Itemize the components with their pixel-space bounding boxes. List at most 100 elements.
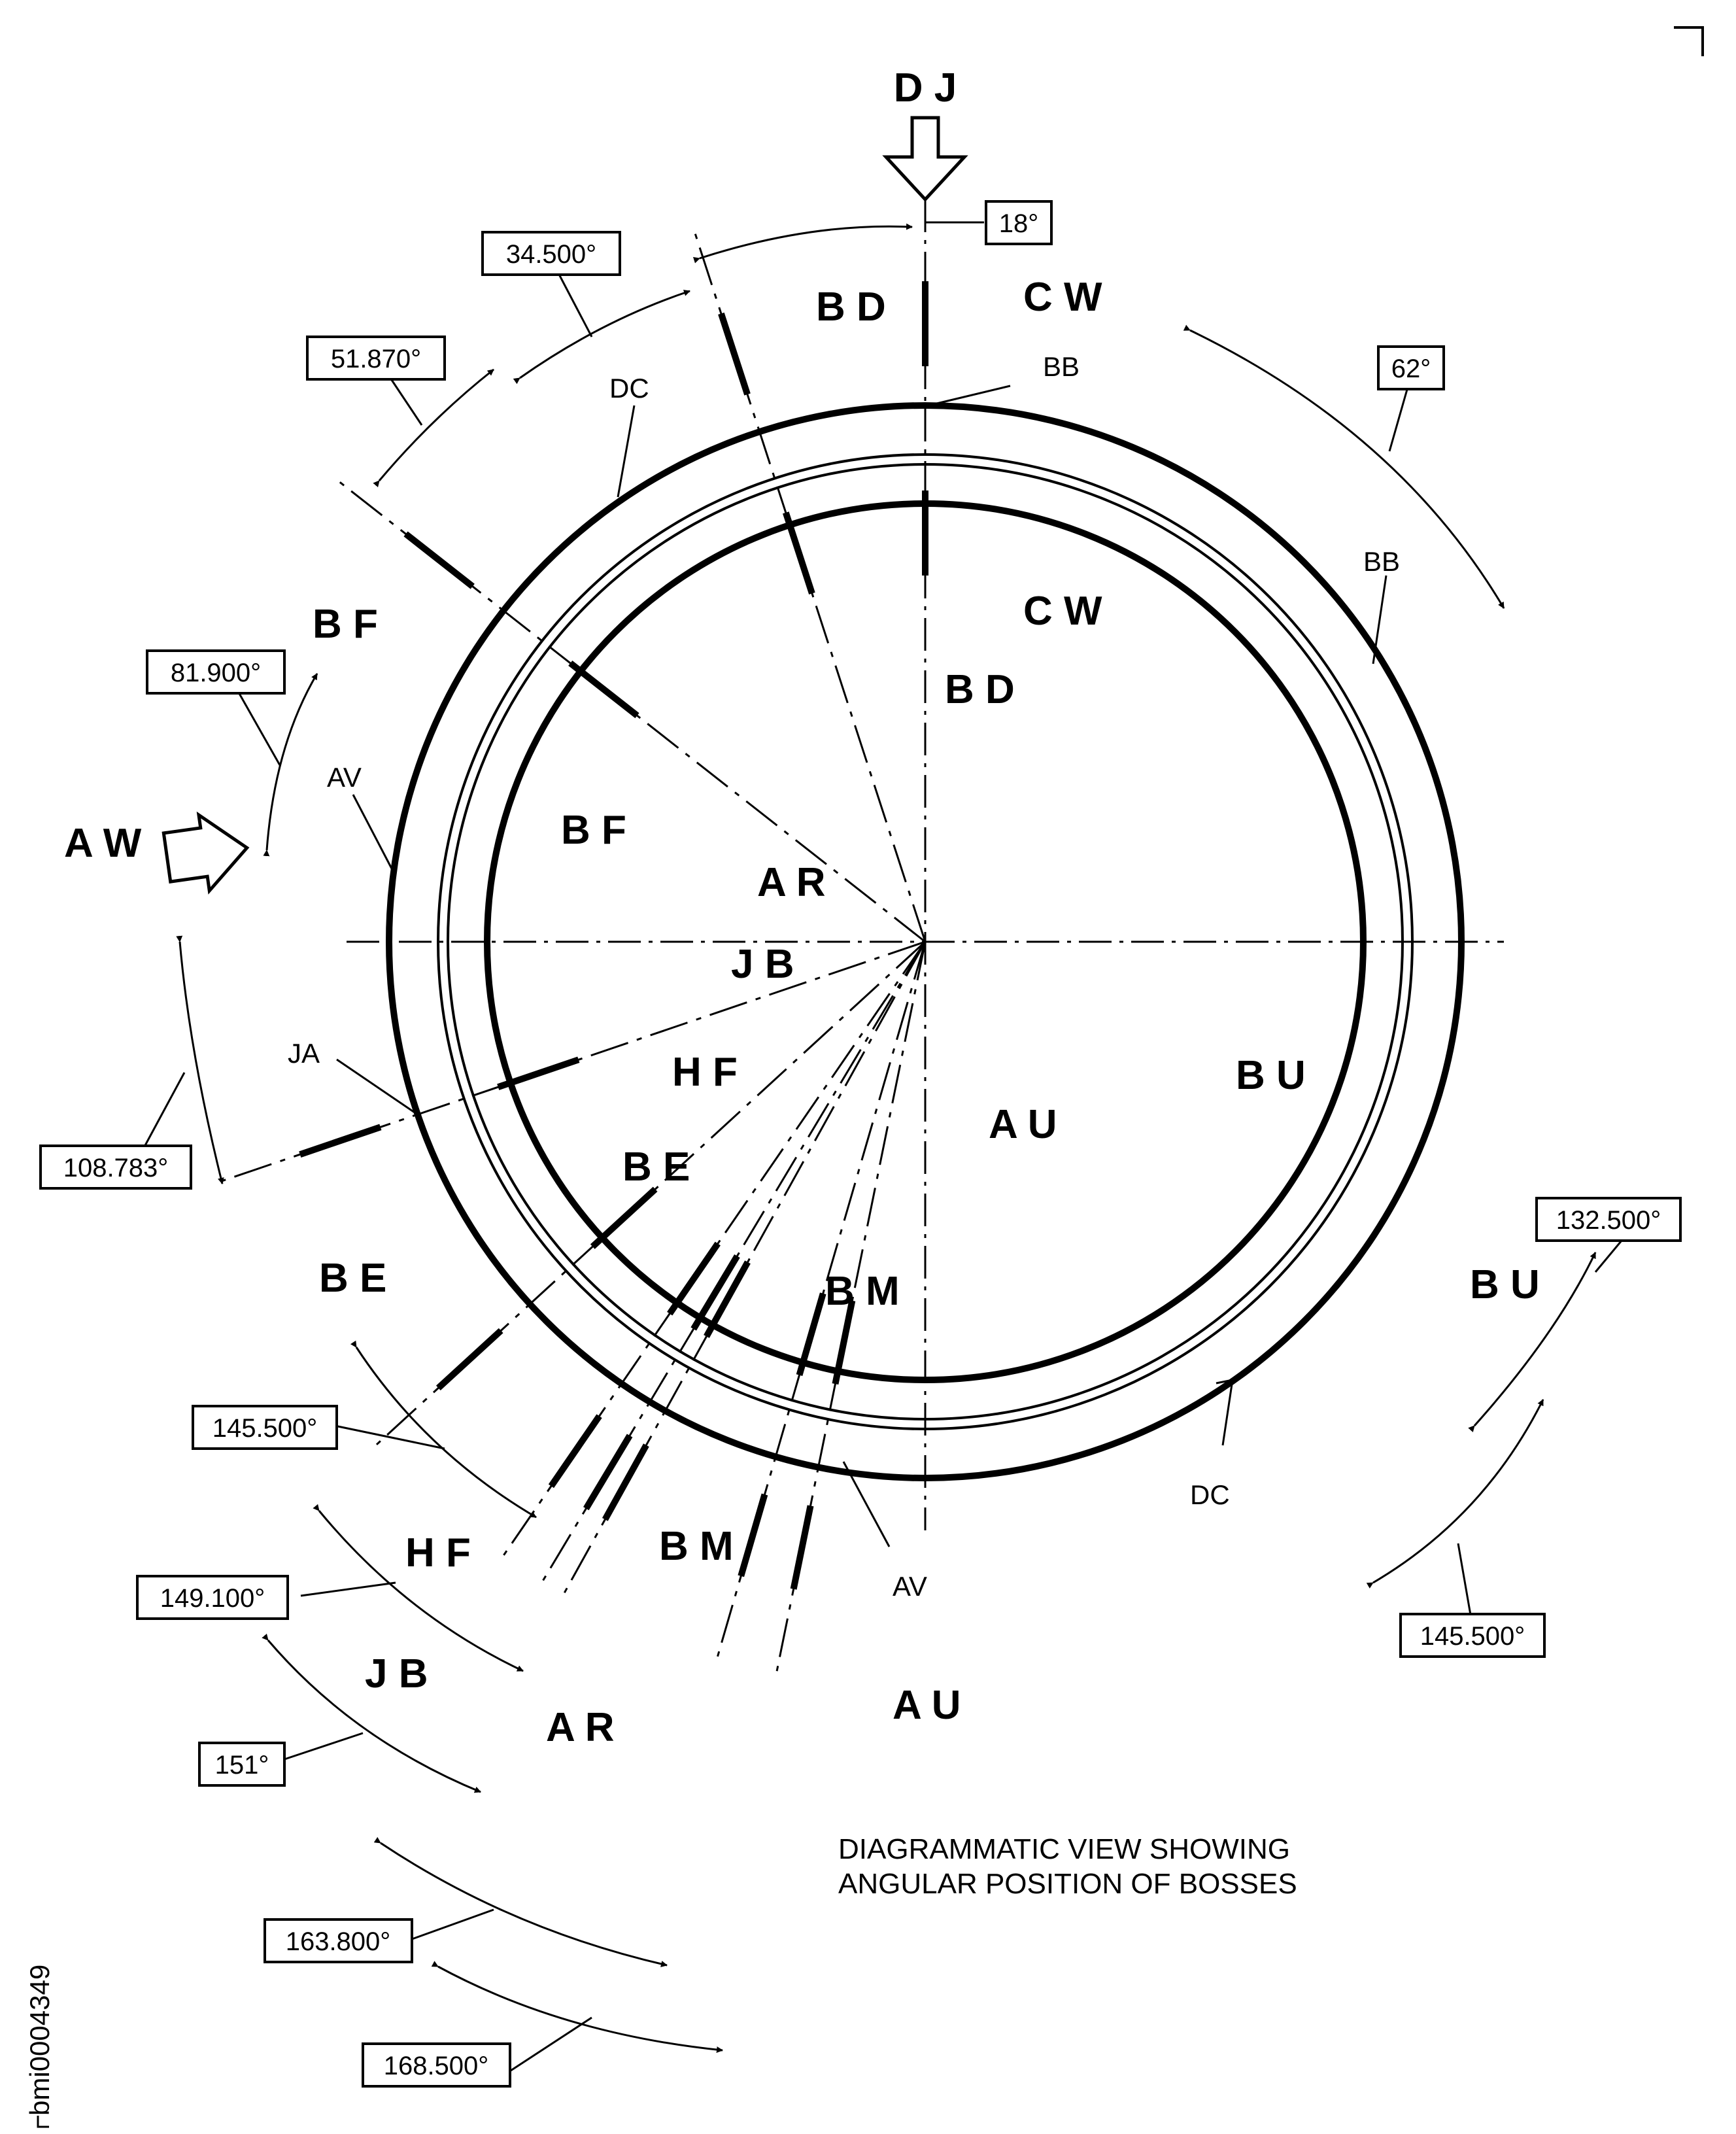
arc-145500-left bbox=[350, 1340, 537, 1519]
dim-label-163800: 163.800° bbox=[286, 1927, 391, 1956]
boss-bar-bm-outer bbox=[548, 1414, 602, 1489]
boss-bar-hf-inner bbox=[690, 1254, 740, 1331]
dim-label-168500: 168.500° bbox=[384, 2052, 489, 2080]
corner-mark bbox=[1674, 26, 1704, 56]
view-dj-arrow bbox=[882, 116, 968, 202]
arc-145500-right bbox=[1366, 1399, 1544, 1589]
boss-label-bm-inner: B M bbox=[825, 1269, 900, 1314]
ref-av-bottom: AV bbox=[893, 1571, 927, 1602]
arc-51870 bbox=[373, 368, 494, 488]
boss-bar-bu-outer bbox=[435, 1328, 503, 1391]
dim-box-62 bbox=[1377, 345, 1445, 390]
boss-label-hf-inner: H F bbox=[672, 1050, 738, 1095]
boss-label-bu-outer: B U bbox=[1470, 1262, 1540, 1307]
boss-markers bbox=[299, 281, 928, 1590]
dim-box-132500 bbox=[1535, 1197, 1682, 1242]
boss-bar-ar-outer bbox=[738, 1493, 768, 1577]
arc-149100 bbox=[313, 1504, 524, 1672]
dim-box-151 bbox=[198, 1742, 286, 1787]
dim-box-18 bbox=[985, 200, 1053, 245]
boss-label-be-outer: B E bbox=[319, 1256, 386, 1301]
dim-box-108783 bbox=[39, 1144, 192, 1190]
dim-label-132500: 132.500° bbox=[1556, 1206, 1661, 1235]
arc-81900 bbox=[263, 673, 318, 857]
boss-bar-bm-inner bbox=[667, 1241, 721, 1316]
boss-label-hf-outer: H F bbox=[405, 1530, 471, 1575]
boss-labels: C W C W B D B D B F B F B E B E B U B U … bbox=[313, 275, 1540, 1750]
boss-bar-jb-inner bbox=[704, 1260, 751, 1338]
boss-label-be-inner: B E bbox=[622, 1144, 690, 1190]
boss-bar-bf-inner bbox=[568, 661, 639, 719]
caption-line-1: DIAGRAMMATIC VIEW SHOWING bbox=[838, 1833, 1290, 1865]
dimension-labels: 18° 34.500° 51.870° 62° 81.900° 108.783°… bbox=[63, 209, 1661, 2080]
ref-av-left: AV bbox=[327, 762, 362, 793]
boss-bar-jb-outer bbox=[602, 1443, 649, 1521]
reference-labels: BB BB DC DC AV AV JA bbox=[288, 351, 1400, 1602]
figure-id-mark bbox=[37, 2116, 49, 2128]
dim-box-51870 bbox=[306, 336, 446, 381]
boss-label-cw-inner: C W bbox=[1023, 589, 1102, 634]
boss-label-jb-outer: J B bbox=[365, 1651, 428, 1696]
boss-label-ar-inner: A R bbox=[757, 860, 825, 905]
dim-label-34500: 34.500° bbox=[506, 240, 596, 269]
dim-label-145500-right: 145.500° bbox=[1420, 1622, 1525, 1651]
ref-dc-bottom: DC bbox=[1190, 1479, 1230, 1510]
arc-168500 bbox=[431, 1961, 723, 2054]
arc-151 bbox=[262, 1633, 481, 1793]
boss-bar-bd-inner bbox=[783, 511, 815, 594]
arc-18 bbox=[692, 223, 913, 264]
dimension-leaders bbox=[143, 221, 1629, 2074]
boss-label-bd-inner: B D bbox=[945, 667, 1015, 712]
dim-label-51870: 51.870° bbox=[331, 345, 421, 373]
boss-bar-bd-outer bbox=[718, 312, 751, 396]
view-dj-label: D J bbox=[894, 65, 957, 111]
caption-line-2: ANGULAR POSITION OF BOSSES bbox=[838, 1868, 1297, 1900]
boss-bar-au-outer bbox=[790, 1505, 814, 1590]
dim-box-145500-right bbox=[1399, 1613, 1546, 1658]
arc-108783 bbox=[176, 935, 224, 1184]
boss-bar-ar-inner bbox=[796, 1292, 826, 1376]
dim-box-34500 bbox=[481, 231, 621, 276]
dim-label-18: 18° bbox=[999, 209, 1039, 238]
dim-box-163800 bbox=[264, 1918, 413, 1963]
boss-label-au-inner: A U bbox=[989, 1102, 1057, 1147]
boss-bar-au-inner bbox=[832, 1299, 856, 1385]
boss-label-au-outer: A U bbox=[893, 1683, 961, 1728]
boss-bar-bf-outer bbox=[403, 531, 475, 589]
dim-box-145500-left bbox=[192, 1405, 338, 1450]
dim-label-149100: 149.100° bbox=[160, 1584, 265, 1613]
boss-label-bm-outer: B M bbox=[659, 1524, 734, 1569]
figure-id: bmi0004349 bbox=[24, 1965, 55, 2116]
dim-box-168500 bbox=[362, 2042, 511, 2088]
arc-163800 bbox=[373, 1836, 668, 1967]
boss-label-bf-outer: B F bbox=[313, 602, 378, 647]
ref-dc-top: DC bbox=[609, 373, 649, 404]
boss-label-bf-inner: B F bbox=[561, 808, 626, 853]
boss-label-bd-outer: B D bbox=[816, 284, 886, 330]
ref-bb-top: BB bbox=[1043, 351, 1080, 382]
dim-box-81900 bbox=[146, 649, 286, 695]
ref-bb-right: BB bbox=[1363, 546, 1400, 577]
view-aw-arrow bbox=[162, 811, 250, 895]
boss-bar-be-inner bbox=[497, 1056, 580, 1090]
boss-label-bu-inner: B U bbox=[1236, 1053, 1306, 1098]
boss-label-cw-outer: C W bbox=[1023, 275, 1102, 320]
ref-ja: JA bbox=[288, 1038, 320, 1069]
dim-label-62: 62° bbox=[1391, 354, 1431, 383]
boss-bar-bu-inner bbox=[590, 1186, 658, 1249]
arc-34500 bbox=[513, 290, 690, 385]
dim-label-145500-left: 145.500° bbox=[213, 1414, 318, 1443]
dimension-arcs bbox=[176, 223, 1597, 2054]
dimension-boxes bbox=[39, 200, 1682, 2088]
boss-label-ar-outer: A R bbox=[546, 1705, 614, 1750]
boss-bar-be-outer bbox=[299, 1124, 382, 1158]
dim-label-108783: 108.783° bbox=[63, 1154, 169, 1182]
reference-leaders bbox=[336, 385, 1387, 1547]
boss-label-jb-inner: J B bbox=[731, 942, 794, 987]
dim-label-151: 151° bbox=[215, 1751, 269, 1780]
boss-bar-hf-outer bbox=[583, 1434, 633, 1511]
view-aw-label: A W bbox=[64, 821, 142, 866]
arc-62 bbox=[1183, 324, 1505, 609]
dim-box-149100 bbox=[136, 1575, 289, 1620]
